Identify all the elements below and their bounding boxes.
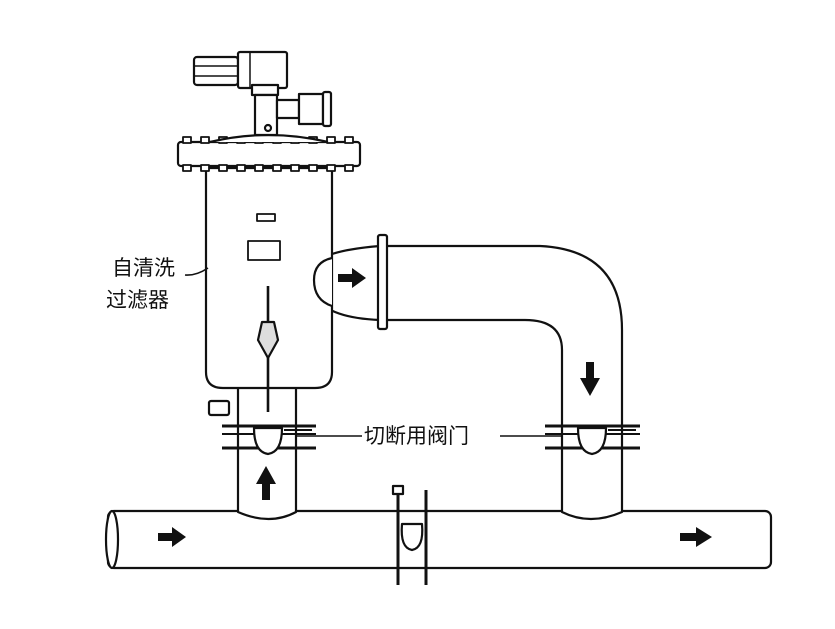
flow-arrow-main-outlet [680, 527, 712, 547]
filter-label-line2: 过滤器 [106, 288, 169, 312]
flow-arrow-main-inlet [158, 527, 186, 547]
cutoff-valve-right [545, 424, 640, 456]
flow-arrow-up [256, 466, 276, 500]
flow-arrow-filter-outlet [338, 268, 366, 288]
bypass-valve [391, 484, 428, 585]
cutoff-valve-left [222, 424, 316, 456]
filter-top-flange [176, 140, 362, 168]
filter-label-line1: 自清洗 [112, 256, 175, 280]
filter-outlet-nozzle [312, 256, 333, 308]
flow-arrow-down [580, 362, 600, 396]
drain-valve [207, 399, 231, 417]
nameplate-large [247, 240, 281, 261]
main-pipe [104, 509, 773, 570]
filter-label-leader [184, 267, 209, 276]
pressure-sensor [256, 320, 280, 360]
drive-shaft-housing [253, 93, 279, 137]
backwash-outlet [275, 90, 333, 128]
outlet-flange [376, 233, 389, 331]
filter-body [204, 166, 334, 390]
drive-motor [192, 50, 289, 97]
nameplate-small [256, 213, 276, 222]
valve-label: 切断用阀门 [364, 424, 469, 448]
outlet-elbow-pipe [314, 244, 624, 521]
